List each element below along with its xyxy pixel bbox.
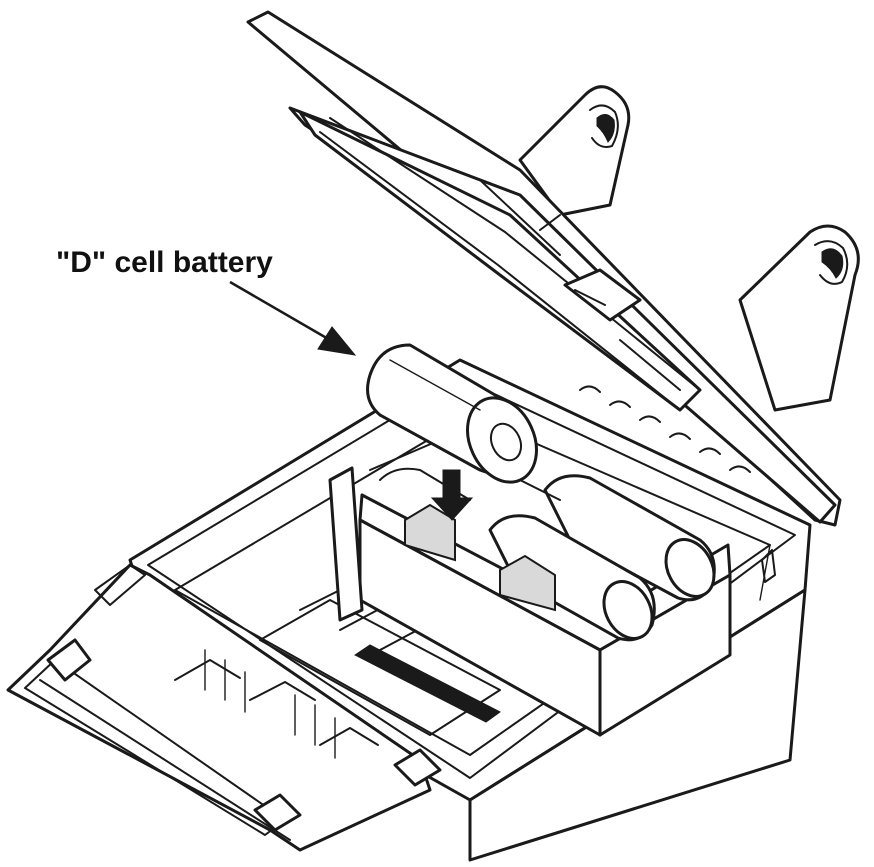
- hinge-knuckles: [579, 385, 751, 473]
- callout-arrow-icon: [229, 280, 357, 356]
- battery-holder: [328, 439, 732, 737]
- lid: [246, 10, 842, 527]
- insert-arrow-icon: [430, 469, 474, 521]
- battery-callout-label: "D" cell battery: [56, 246, 273, 279]
- hinge-arm-left: [518, 85, 631, 217]
- hinge-arm-right: [738, 224, 860, 412]
- d-cell-battery: [366, 343, 538, 484]
- front-door: [6, 563, 442, 852]
